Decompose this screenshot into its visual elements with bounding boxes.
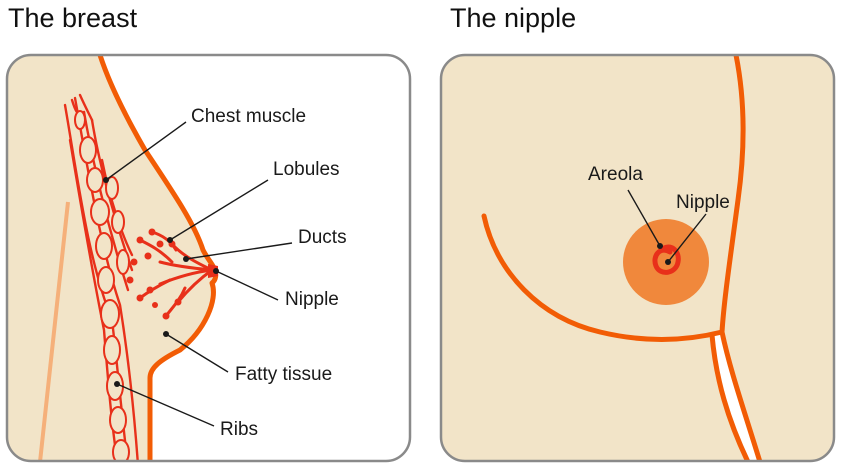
panel-title-breast: The breast [8,3,138,33]
nipple-panel: Areola Nipple [439,53,836,463]
breast-panel: Chest muscle Lobules Ducts Nipple Fatty … [5,53,412,463]
nipple-panel-frame [439,53,836,463]
outside-body-area [100,55,410,461]
label-chest-muscle: Chest muscle [191,106,306,127]
breast-curve [481,213,725,343]
panel-title-nipple: The nipple [450,3,577,33]
label-lobules: Lobules [273,159,340,180]
label-fatty-tissue: Fatty tissue [235,364,332,385]
nipple-shape-right [652,244,681,275]
label-nipple-detail: Nipple [676,192,730,213]
label-nipple-breast: Nipple [285,289,339,310]
breast-leaders [103,121,293,427]
breast-panel-frame [5,53,412,463]
rib-cells [74,110,130,461]
arm-gap-outline [709,331,763,461]
label-ribs: Ribs [220,419,258,440]
nipple-leaders [627,189,707,265]
label-areola: Areola [588,164,643,185]
rib-line [38,201,70,461]
label-ducts: Ducts [298,227,347,248]
side-body-line [719,55,746,333]
